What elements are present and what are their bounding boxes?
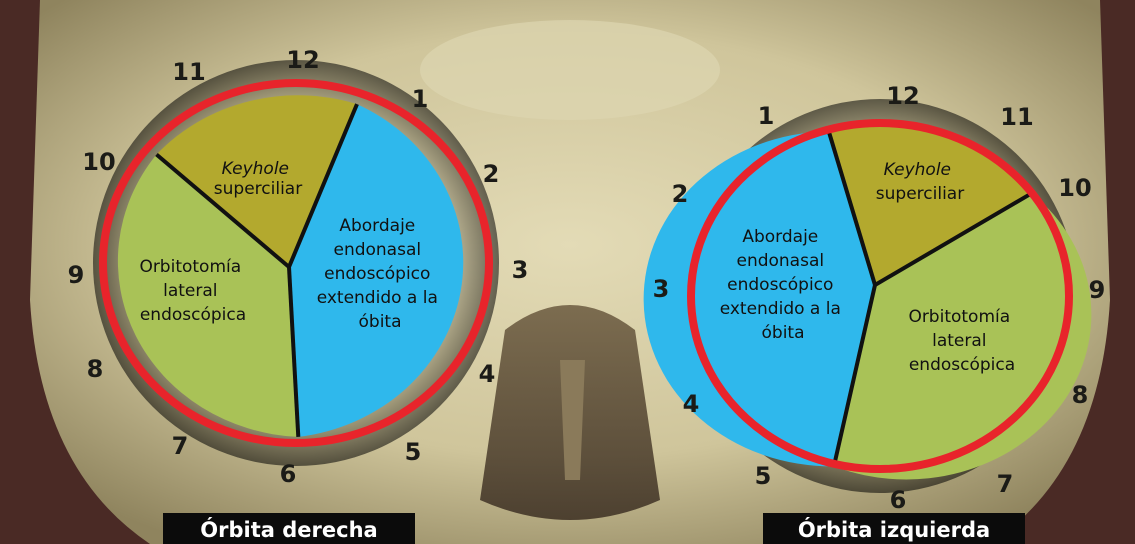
forehead-highlight (420, 20, 720, 120)
right-clock-6: 6 (280, 460, 297, 488)
left-lateral-line1: Orbitotomía (908, 307, 1010, 327)
right-clock-9: 9 (68, 261, 85, 289)
right-lateral-line2: lateral (163, 281, 217, 301)
right-endonasal-line1: Abordaje (339, 216, 415, 236)
left-endonasal-line2: endonasal (736, 251, 824, 271)
right-lateral-line3: endoscópica (140, 305, 246, 325)
left-clock-8: 8 (1072, 381, 1089, 409)
left-clock-11: 11 (1000, 103, 1033, 131)
left-endonasal-line5: óbita (762, 323, 805, 343)
left-clock-12: 12 (886, 82, 919, 110)
left-keyhole-line2: superciliar (876, 184, 964, 204)
left-lateral-line3: endoscópica (909, 355, 1015, 375)
right-orbit-caption: Órbita derecha (200, 517, 377, 542)
left-endonasal-line3: endoscópico (727, 275, 833, 295)
left-clock-7: 7 (997, 470, 1014, 498)
right-clock-12: 12 (286, 46, 319, 74)
right-clock-3: 3 (512, 256, 529, 284)
right-clock-1: 1 (412, 85, 429, 113)
right-endonasal-line5: óbita (359, 312, 402, 332)
right-clock-10: 10 (82, 148, 115, 176)
left-clock-2: 2 (672, 180, 689, 208)
left-clock-6: 6 (890, 486, 907, 514)
left-keyhole-line1: Keyhole (884, 160, 951, 180)
right-keyhole-line1: Keyhole (222, 159, 289, 179)
right-clock-5: 5 (405, 438, 422, 466)
right-clock-2: 2 (483, 160, 500, 188)
left-clock-10: 10 (1058, 174, 1091, 202)
left-clock-4: 4 (683, 390, 700, 418)
right-endonasal-line2: endonasal (333, 240, 421, 260)
left-endonasal-line4: extendido a la (720, 299, 841, 319)
right-endonasal-line4: extendido a la (317, 288, 438, 308)
left-orbit-caption: Órbita izquierda (798, 517, 990, 542)
right-clock-7: 7 (172, 432, 189, 460)
left-clock-3: 3 (653, 275, 670, 303)
right-clock-8: 8 (87, 355, 104, 383)
right-keyhole-line2: superciliar (214, 179, 302, 199)
right-lateral-line1: Orbitotomía (139, 257, 241, 277)
right-clock-4: 4 (479, 360, 496, 388)
right-clock-11: 11 (172, 58, 205, 86)
right-endonasal-line3: endoscópico (324, 264, 430, 284)
left-clock-1: 1 (758, 102, 775, 130)
right-keyhole-label: Keyhole superciliar (214, 159, 302, 199)
left-clock-5: 5 (755, 462, 772, 490)
left-lateral-line2: lateral (932, 331, 986, 351)
left-clock-9: 9 (1089, 276, 1106, 304)
left-endonasal-line1: Abordaje (742, 227, 818, 247)
